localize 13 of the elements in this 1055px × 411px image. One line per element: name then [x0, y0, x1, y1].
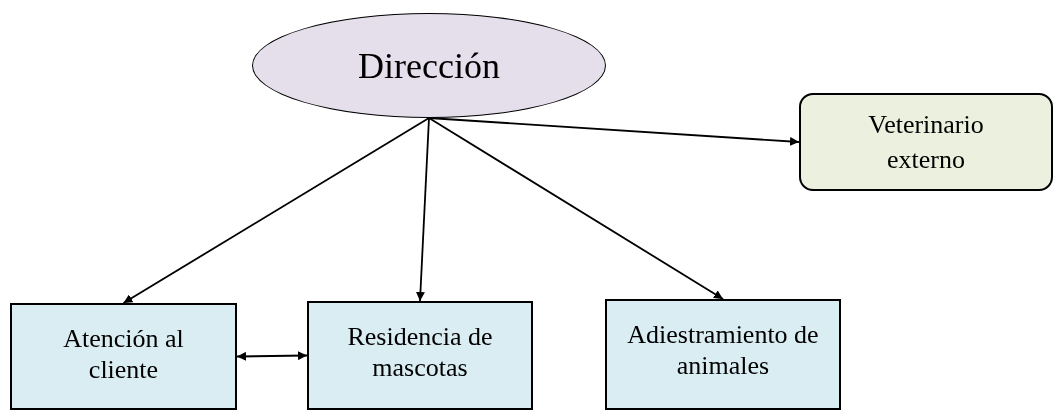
process-box: [605, 299, 841, 410]
arrow: [236, 351, 308, 361]
arrow: [122, 117, 430, 304]
node-label: Adiestramiento de animales: [626, 319, 820, 382]
arrow: [415, 117, 430, 302]
rounded-box: [799, 93, 1053, 191]
node-label: Veterinario externo: [867, 108, 985, 176]
node-label: Residencia de mascotas: [346, 321, 494, 384]
process-box: [307, 301, 533, 410]
process-box: [10, 303, 237, 410]
node-label: Dirección: [358, 44, 500, 87]
arrow: [428, 117, 724, 300]
node-label: Atención al cliente: [62, 323, 185, 386]
